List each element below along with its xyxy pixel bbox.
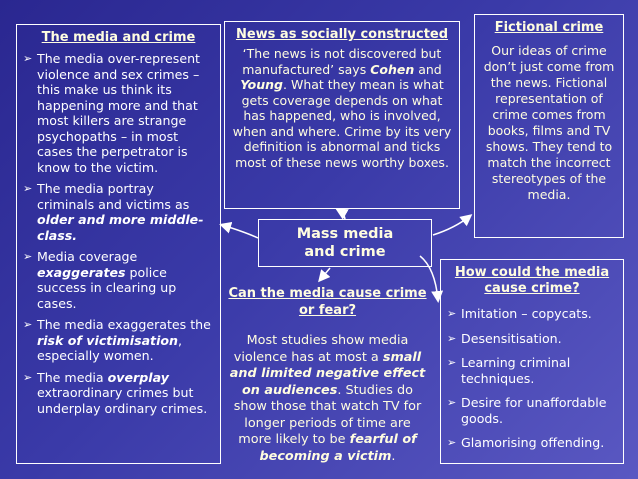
media-and-crime-box: The media and crime The media over-repre… bbox=[16, 24, 221, 464]
list-item: Desire for unaffordable goods. bbox=[447, 395, 617, 426]
bullet-overplay: The media overplay extraordinary crimes … bbox=[23, 370, 214, 417]
arrow-to-crime-box bbox=[219, 221, 259, 239]
cause-crime-fear-section: Can the media cause crime or fear? Most … bbox=[226, 283, 429, 465]
mass-media-crime-box: Mass media and crime bbox=[258, 219, 432, 267]
mass-media-crime-title: Mass media and crime bbox=[296, 226, 394, 260]
cause-crime-fear-title: Can the media cause crime or fear? bbox=[228, 286, 427, 318]
arrow-to-cause-box bbox=[318, 267, 331, 283]
fictional-crime-title: Fictional crime bbox=[494, 20, 604, 35]
cause-crime-fear-text: Most studies show media violence has at … bbox=[229, 333, 426, 464]
fictional-crime-box: Fictional crime Our ideas of crime don’t… bbox=[474, 14, 624, 238]
bullet-victimisation: The media exaggerates the risk of victim… bbox=[23, 317, 214, 364]
news-constructed-text: ‘The news is not discovered but manufact… bbox=[232, 46, 452, 170]
how-cause-crime-title: How could the media cause crime? bbox=[454, 265, 610, 296]
news-constructed-box: News as socially constructed ‘The news i… bbox=[224, 21, 460, 209]
bullet-police-success: Media coverage exaggerates police succes… bbox=[23, 249, 214, 311]
bullet-over-represent: The media over-represent violence and se… bbox=[23, 51, 214, 175]
list-item: Imitation – copycats. bbox=[447, 306, 617, 322]
arrow-to-fiction-box bbox=[432, 214, 473, 236]
bullet-portray: The media portray criminals and victims … bbox=[23, 181, 214, 243]
list-item: Desensitisation. bbox=[447, 331, 617, 347]
news-constructed-title: News as socially constructed bbox=[235, 27, 449, 42]
list-item: Learning criminal techniques. bbox=[447, 355, 617, 386]
list-item: Glamorising offending. bbox=[447, 435, 617, 451]
media-and-crime-title: The media and crime bbox=[41, 30, 196, 45]
fictional-crime-text: Our ideas of crime don’t just come from … bbox=[483, 43, 615, 202]
arrow-to-how-box bbox=[419, 255, 444, 303]
how-cause-crime-box: How could the media cause crime? Imitati… bbox=[440, 259, 624, 464]
